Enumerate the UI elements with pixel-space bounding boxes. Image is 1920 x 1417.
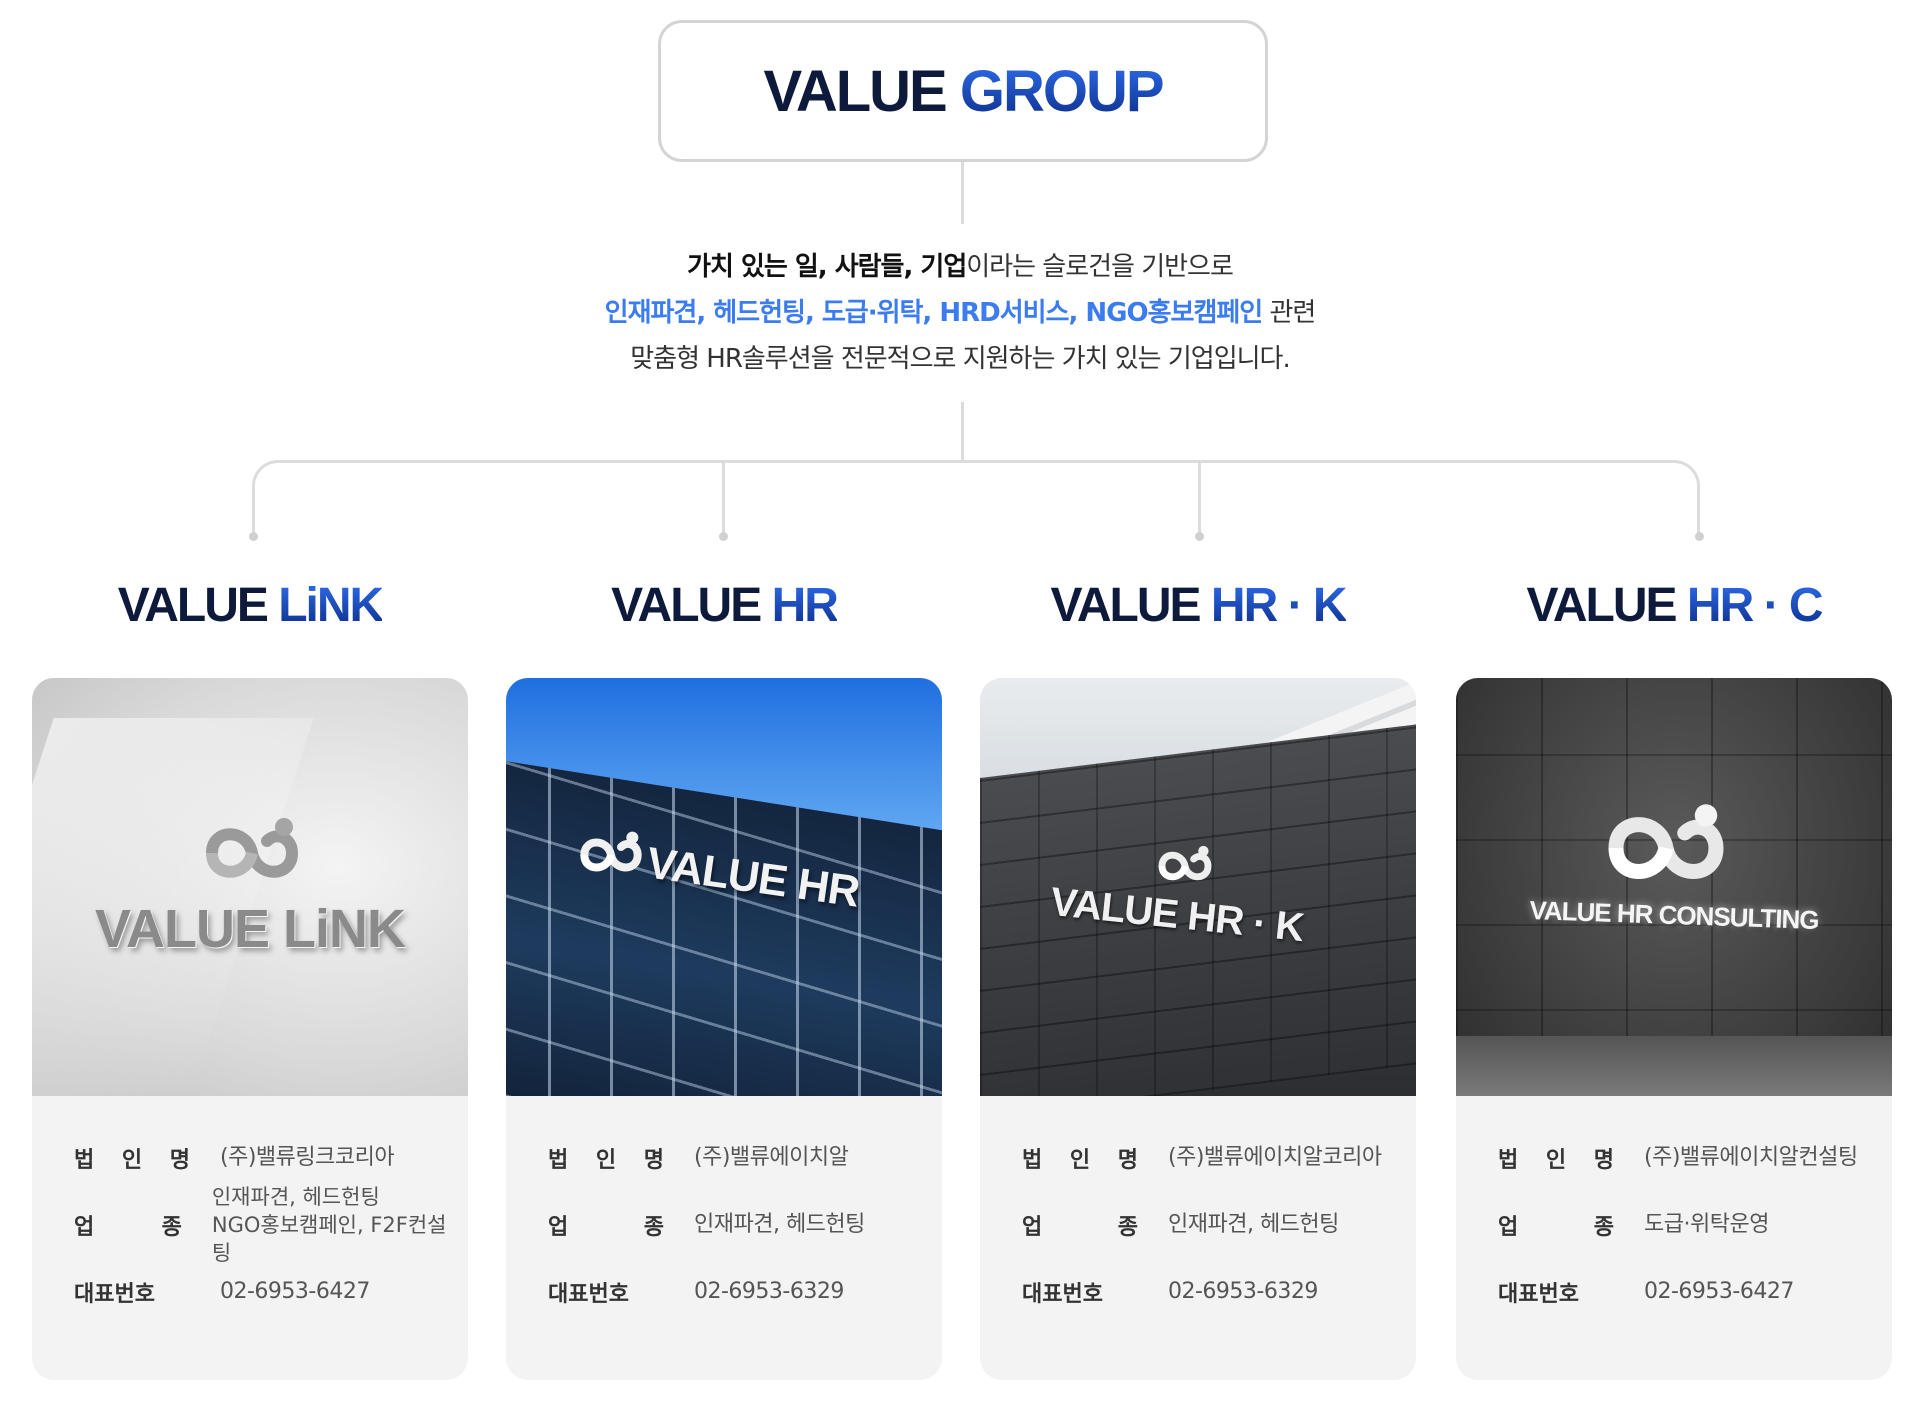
desc-line3: 맞춤형 HR솔루션을 전문적으로 지원하는 가치 있는 기업입니다. bbox=[630, 344, 1290, 374]
desc-line2-highlight: 인재파견, 헤드헌팅, 도급·위탁, HRD서비스, NGO홍보캠페인 bbox=[604, 298, 1264, 328]
brand-title-value-link: VALUE LiNK bbox=[32, 578, 468, 633]
company-name: (주)밸류링크코리아 bbox=[220, 1145, 395, 1170]
connector-dot-2 bbox=[719, 532, 728, 541]
company-photo-panel-wall: VALUE HR CONSULTING bbox=[1456, 678, 1892, 1096]
infinity-logo-icon bbox=[1608, 804, 1724, 879]
connector-dot-1 bbox=[249, 532, 258, 541]
company-name: (주)밸류에이치알 bbox=[694, 1145, 849, 1170]
connector-top bbox=[961, 162, 964, 224]
connector-dot-3 bbox=[1195, 532, 1204, 541]
industry-line1: 도급·위탁운영 bbox=[1644, 1212, 1769, 1237]
label-phone: 대표번호 bbox=[1022, 1282, 1103, 1307]
industry-line1: 인재파견, 헤드헌팅 bbox=[1168, 1212, 1339, 1237]
brand-dark: VALUE bbox=[611, 579, 762, 632]
label-phone: 대표번호 bbox=[548, 1282, 629, 1307]
infinity-logo-icon bbox=[206, 818, 299, 878]
group-title-box: VALUE GROUP bbox=[658, 20, 1268, 162]
phone-number: 02-6953-6427 bbox=[1644, 1279, 1794, 1304]
phone-number: 02-6953-6329 bbox=[694, 1279, 844, 1304]
brand-title-value-hr-k: VALUE HR · K bbox=[980, 578, 1416, 633]
brand-blue: HR · K bbox=[1210, 579, 1348, 632]
desc-line1-bold: 가치 있는 일, 사람들, 기업 bbox=[687, 252, 967, 282]
industry-line2: NGO홍보캠페인, F2F컨설팅 bbox=[211, 1213, 447, 1265]
infinity-logo-icon bbox=[1158, 845, 1212, 881]
desc-line2-rest: 관련 bbox=[1262, 298, 1316, 328]
industry-line1: 인재파견, 헤드헌팅 bbox=[211, 1185, 380, 1209]
brand-blue: HR · C bbox=[1686, 579, 1824, 632]
company-photo-white-wall: VALUE LiNK bbox=[32, 678, 468, 1096]
company-name: (주)밸류에이치알코리아 bbox=[1168, 1145, 1382, 1170]
brand-dark: VALUE bbox=[1526, 579, 1677, 632]
label-phone: 대표번호 bbox=[1498, 1282, 1579, 1307]
brand-blue: LiNK bbox=[278, 579, 384, 632]
label-phone: 대표번호 bbox=[74, 1282, 155, 1307]
company-photo-stone-wall: VALUE HR · K bbox=[980, 678, 1416, 1096]
connector-dot-4 bbox=[1695, 532, 1704, 541]
group-title-blue: GROUP bbox=[959, 58, 1165, 124]
connector-branch-3 bbox=[1198, 462, 1201, 538]
phone-number: 02-6953-6329 bbox=[1168, 1279, 1318, 1304]
connector-tree bbox=[252, 460, 1700, 540]
sign-text: VALUE LiNK bbox=[95, 899, 406, 959]
infinity-logo-icon bbox=[580, 831, 642, 872]
sign-text: VALUE HR CONSULTING bbox=[1529, 894, 1820, 936]
group-description: 가치 있는 일, 사람들, 기업이라는 슬로건을 기반으로 인재파견, 헤드헌팅… bbox=[460, 244, 1460, 382]
company-name: (주)밸류에이치알컨설팅 bbox=[1644, 1145, 1858, 1170]
company-photo-glass-building: VALUE HR bbox=[506, 678, 942, 1096]
brand-dark: VALUE bbox=[117, 579, 269, 632]
brand-title-value-hr-c: VALUE HR · C bbox=[1456, 578, 1892, 633]
brand-dark: VALUE bbox=[1050, 579, 1201, 632]
connector-middle bbox=[961, 402, 964, 462]
brand-blue: HR bbox=[771, 579, 839, 632]
phone-number: 02-6953-6427 bbox=[220, 1279, 370, 1304]
industry-line1: 인재파견, 헤드헌팅 bbox=[694, 1212, 865, 1237]
brand-title-value-hr: VALUE HR bbox=[506, 578, 942, 633]
connector-branch-2 bbox=[722, 462, 725, 538]
group-title-dark: VALUE bbox=[763, 58, 947, 124]
desc-line1-rest: 이라는 슬로건을 기반으로 bbox=[966, 252, 1234, 282]
